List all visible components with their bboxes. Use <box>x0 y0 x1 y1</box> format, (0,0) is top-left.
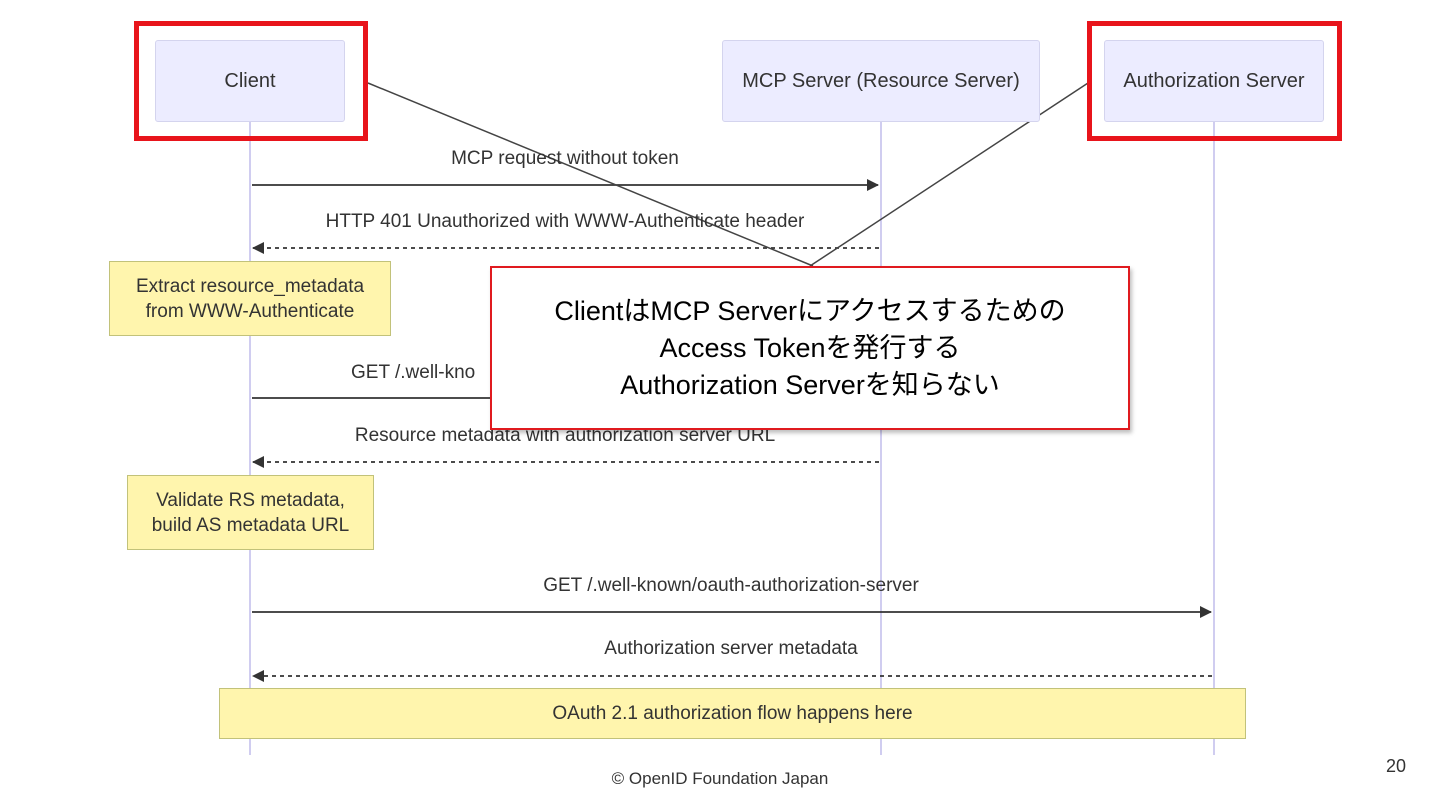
note-validate-metadata: Validate RS metadata, build AS metadata … <box>127 475 374 550</box>
participant-auth-server: Authorization Server <box>1104 40 1324 122</box>
footer-copyright: © OpenID Foundation Japan <box>611 769 829 788</box>
callout-pointer-client <box>367 82 814 267</box>
msg-label-5: GET /.well-known/oauth-authorization-ser… <box>543 575 919 596</box>
callout-pointer-auth <box>809 82 1089 267</box>
note-extract-line-2: from WWW-Authenticate <box>145 300 355 322</box>
callout-box: ClientはMCP Serverにアクセスするための Access Token… <box>490 266 1130 430</box>
msg-label-6: Authorization server metadata <box>604 638 858 659</box>
note-extract-metadata: Extract resource_metadata from WWW-Authe… <box>109 261 391 336</box>
callout-line-1: ClientはMCP Serverにアクセスするための <box>554 295 1066 326</box>
msg-label-3: GET /.well-kno <box>351 362 476 383</box>
participant-client: Client <box>155 40 345 122</box>
page-number: 20 <box>1385 756 1406 776</box>
note-validate-line-2: build AS metadata URL <box>151 514 350 536</box>
client-highlight-box <box>134 21 368 141</box>
msg-label-2: HTTP 401 Unauthorized with WWW-Authentic… <box>325 211 805 232</box>
note-oauth-label: OAuth 2.1 authorization flow happens her… <box>552 703 913 724</box>
note-validate-line-1: Validate RS metadata, <box>156 489 345 511</box>
note-oauth-flow: OAuth 2.1 authorization flow happens her… <box>219 688 1246 739</box>
participant-client-label: Client <box>224 69 276 92</box>
msg-label-4: Resource metadata with authorization ser… <box>354 425 776 446</box>
participant-auth-server-label: Authorization Server <box>1123 69 1305 92</box>
msg-label-1: MCP request without token <box>451 148 679 169</box>
participant-mcp-server-label: MCP Server (Resource Server) <box>742 69 1020 92</box>
participant-mcp-server: MCP Server (Resource Server) <box>722 40 1040 122</box>
auth-server-highlight-box <box>1087 21 1342 141</box>
callout-line-2: Access Tokenを発行する <box>659 332 961 363</box>
callout-line-3: Authorization Serverを知らない <box>620 369 1000 400</box>
note-extract-line-1: Extract resource_metadata <box>135 275 365 297</box>
